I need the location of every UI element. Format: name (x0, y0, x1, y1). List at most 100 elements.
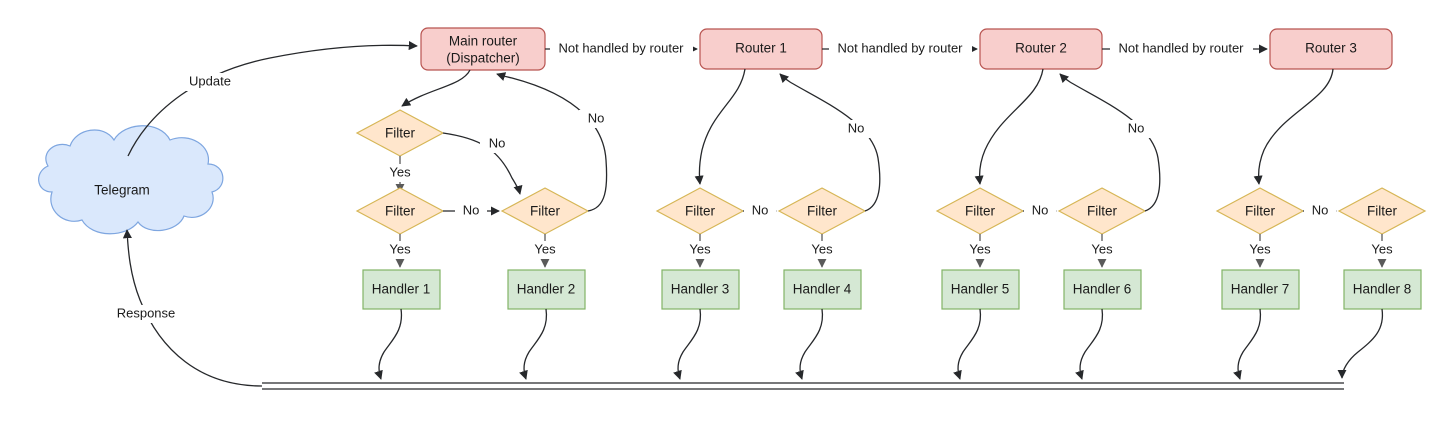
filter-r2-right[interactable]: Filter (1057, 187, 1147, 235)
edge-filter-r1-right-no: No (779, 73, 881, 212)
edge-label-response: Response (117, 305, 176, 320)
edge-label-not-handled-3: Not handled by router (1118, 40, 1244, 55)
handler-5-label: Handler 5 (951, 282, 1010, 297)
handler-1-label: Handler 1 (372, 282, 431, 297)
filter-r3-left-label: Filter (1245, 204, 1276, 219)
edge-r1-to-r2: Not handled by router (822, 40, 978, 58)
router-3[interactable]: Router 3 (1269, 28, 1393, 70)
handler-3-label: Handler 3 (671, 282, 730, 297)
filter-r3-right[interactable]: Filter (1337, 187, 1427, 235)
edge-label-no-r3-left: No (1312, 202, 1329, 217)
filter-r1-left-label: Filter (685, 204, 716, 219)
edge-label-yes-r2-right: Yes (1091, 241, 1113, 256)
edge-label-yes-main-right: Yes (534, 241, 556, 256)
edge-filter-r3-left-yes: Yes (1240, 234, 1282, 268)
edge-r1-to-filter-left (694, 68, 746, 185)
edge-filter-r2-right-yes: Yes (1082, 234, 1124, 268)
edge-label-not-handled-1: Not handled by router (558, 40, 684, 55)
handler-2[interactable]: Handler 2 (507, 269, 586, 310)
filter-r2-left[interactable]: Filter (935, 187, 1025, 235)
handler-5[interactable]: Handler 5 (941, 269, 1020, 310)
edge-label-not-handled-2: Not handled by router (837, 40, 963, 55)
handler-8[interactable]: Handler 8 (1343, 269, 1422, 310)
filter-main-right-label: Filter (530, 204, 561, 219)
edge-handler-3-to-bus (673, 308, 702, 380)
response-bus-line (262, 382, 1344, 390)
handler-8-label: Handler 8 (1353, 282, 1412, 297)
edge-filter-r1-left-no: No (743, 202, 777, 220)
edge-label-no-main-right: No (588, 110, 605, 125)
filter-main-top[interactable]: Filter (355, 109, 445, 157)
filter-main-left[interactable]: Filter (355, 187, 445, 235)
edge-handler-2-to-bus (519, 308, 548, 380)
edge-label-no-r1-left: No (752, 202, 769, 217)
edge-label-yes-main-top: Yes (389, 164, 411, 179)
handler-1[interactable]: Handler 1 (362, 269, 441, 310)
edge-label-yes-r1-left: Yes (689, 241, 711, 256)
edge-filter-main-top-yes: Yes (380, 156, 422, 193)
router-main[interactable]: Main router (Dispatcher) (420, 27, 546, 71)
edge-label-yes-r1-right: Yes (811, 241, 833, 256)
edge-label-update: Update (189, 73, 231, 88)
handler-6[interactable]: Handler 6 (1063, 269, 1142, 310)
router-main-label-line1: Main router (449, 34, 518, 49)
edge-response: Response (105, 229, 263, 387)
filter-r3-left[interactable]: Filter (1215, 187, 1305, 235)
edge-label-yes-r3-right: Yes (1371, 241, 1393, 256)
telegram-cloud[interactable]: Telegram (38, 125, 224, 235)
edge-filter-r3-right-yes: Yes (1362, 234, 1404, 268)
edge-handler-1-to-bus (374, 308, 403, 380)
router-2[interactable]: Router 2 (979, 28, 1103, 70)
edge-handler-4-to-bus (795, 308, 824, 380)
edge-label-yes-r2-left: Yes (969, 241, 991, 256)
edge-label-yes-r3-left: Yes (1249, 241, 1271, 256)
edge-filter-r1-left-yes: Yes (680, 234, 722, 268)
filter-r3-right-label: Filter (1367, 204, 1398, 219)
filter-r1-right[interactable]: Filter (777, 187, 867, 235)
router-1[interactable]: Router 1 (699, 28, 823, 70)
edge-filter-main-right-no: No (496, 72, 613, 212)
edge-main-to-r1: Not handled by router (545, 40, 698, 58)
handler-4-label: Handler 4 (793, 282, 852, 297)
edge-label-no-r2-left: No (1032, 202, 1049, 217)
filter-main-right[interactable]: Filter (500, 187, 590, 235)
edge-filter-r2-left-yes: Yes (960, 234, 1002, 268)
telegram-label: Telegram (94, 183, 150, 198)
router-main-label-line2: (Dispatcher) (446, 51, 520, 66)
edge-handler-5-to-bus (953, 308, 982, 380)
edge-filter-r2-left-no: No (1023, 202, 1057, 220)
filter-r1-left[interactable]: Filter (655, 187, 745, 235)
handler-7-label: Handler 7 (1231, 282, 1290, 297)
edge-filter-main-left-no: No (443, 202, 500, 220)
router-2-label: Router 2 (1015, 41, 1067, 56)
filter-r2-left-label: Filter (965, 204, 996, 219)
edge-label-no-main-left: No (463, 202, 480, 217)
handler-3[interactable]: Handler 3 (661, 269, 740, 310)
filter-main-left-label: Filter (385, 204, 416, 219)
router-3-label: Router 3 (1305, 41, 1357, 56)
filter-r1-right-label: Filter (807, 204, 838, 219)
edge-label-no-r1-right: No (848, 120, 865, 135)
edge-main-to-filter-top (401, 69, 471, 107)
edge-handler-7-to-bus (1233, 308, 1262, 380)
edge-filter-main-right-yes: Yes (525, 234, 567, 268)
edge-r3-to-filter-left (1253, 68, 1334, 185)
filter-r2-right-label: Filter (1087, 204, 1118, 219)
handler-4[interactable]: Handler 4 (783, 269, 862, 310)
handler-7[interactable]: Handler 7 (1221, 269, 1300, 310)
edge-handler-6-to-bus (1075, 308, 1104, 380)
edge-label-no-r2-right: No (1128, 120, 1145, 135)
edge-update: Update (127, 41, 418, 157)
edge-filter-r1-right-yes: Yes (802, 234, 844, 268)
handler-2-label: Handler 2 (517, 282, 576, 297)
edge-filter-r3-left-no: No (1303, 202, 1337, 220)
edge-label-no-main-top: No (489, 135, 506, 150)
filter-main-top-label: Filter (385, 126, 416, 141)
edge-label-yes-main-left: Yes (389, 241, 411, 256)
edge-filter-main-left-yes: Yes (380, 234, 422, 268)
edge-filter-main-top-no: No (442, 132, 523, 195)
edge-handler-8-to-bus (1337, 308, 1384, 379)
handler-6-label: Handler 6 (1073, 282, 1132, 297)
